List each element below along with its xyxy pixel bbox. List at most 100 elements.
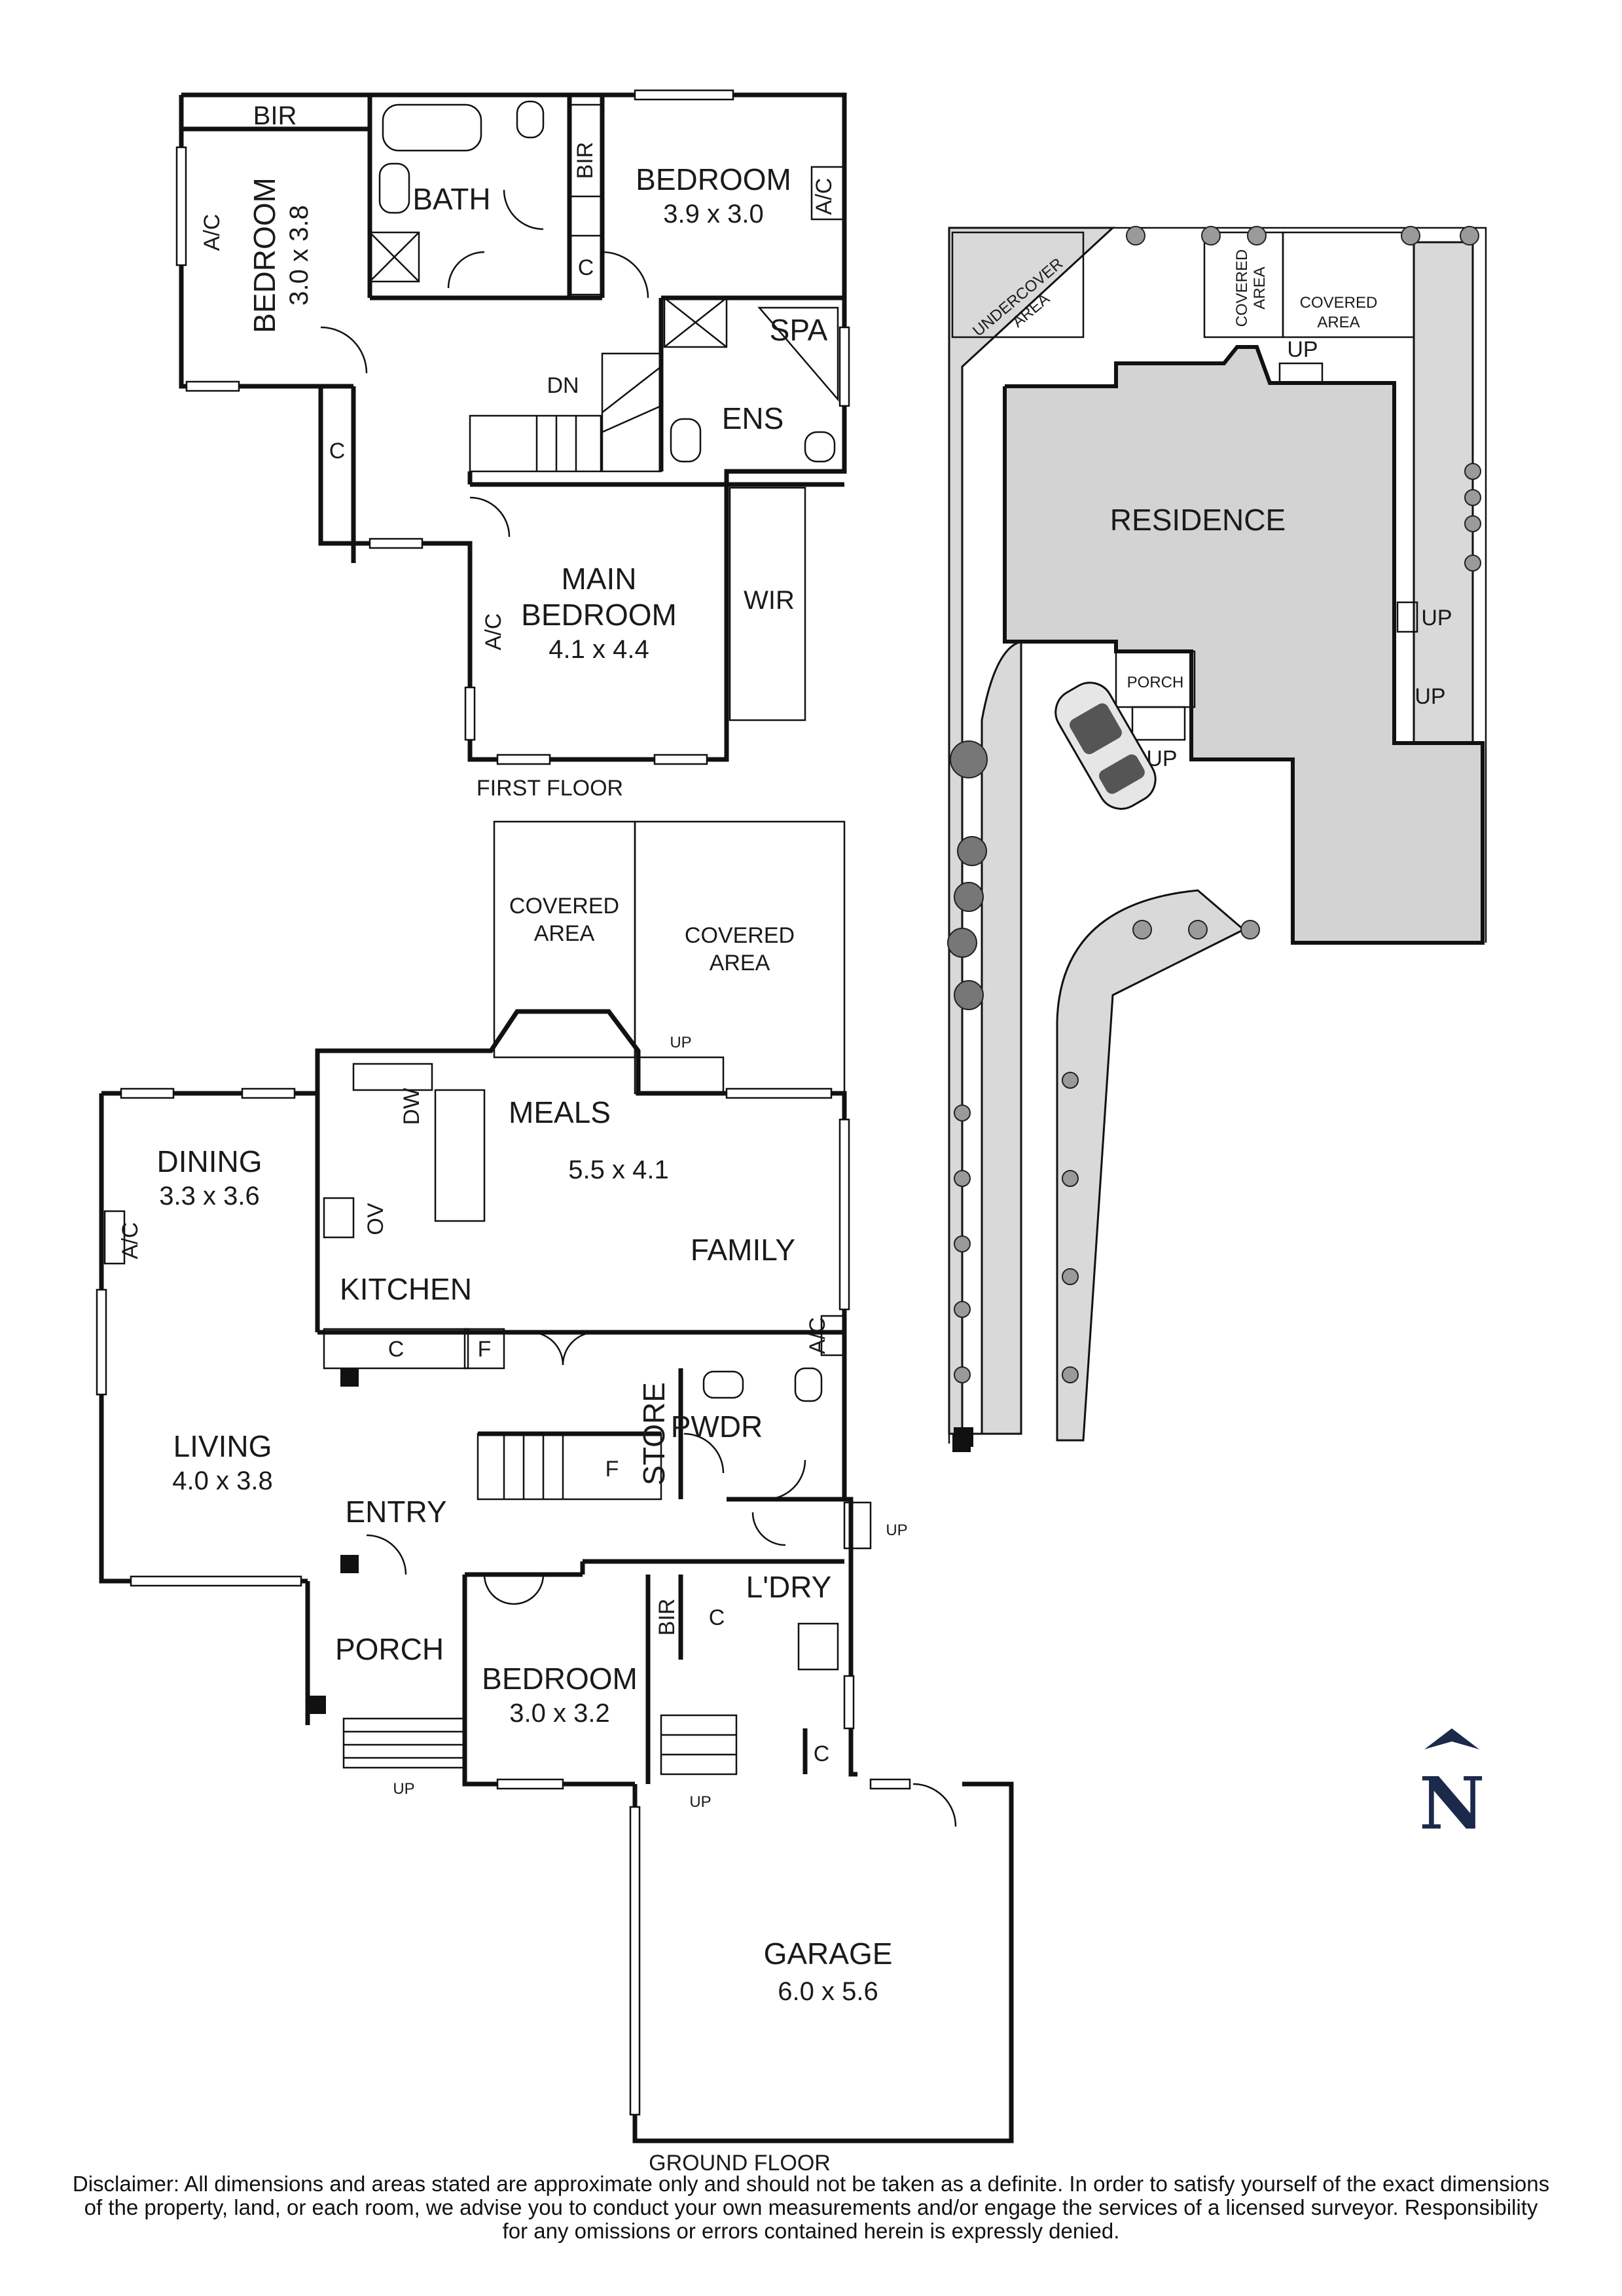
cooktop bbox=[323, 1197, 355, 1239]
bedroom-ground-label: BEDROOM bbox=[482, 1662, 638, 1696]
covered-area-2-line1: COVERED bbox=[685, 923, 795, 948]
ens-basin bbox=[670, 418, 702, 463]
shrub-icon bbox=[1062, 1268, 1079, 1285]
family-label: FAMILY bbox=[691, 1233, 795, 1267]
c-ldry-label: C bbox=[709, 1605, 725, 1630]
shrub-icon bbox=[1126, 226, 1145, 246]
up-porch-label: UP bbox=[393, 1780, 414, 1798]
shrub-icon bbox=[954, 1104, 971, 1121]
ens-label: ENS bbox=[722, 401, 784, 435]
bedroom-west-label: BEDROOM bbox=[247, 177, 281, 333]
covered-area-site-line1: COVERED bbox=[1300, 294, 1378, 312]
french-door bbox=[530, 1331, 596, 1366]
up-meals-label: UP bbox=[670, 1034, 691, 1051]
post bbox=[308, 1696, 326, 1714]
tree-icon bbox=[947, 928, 977, 958]
bir-vertical-label: BIR bbox=[573, 142, 598, 179]
first-floor-stair-winder bbox=[601, 352, 662, 473]
meals-step bbox=[637, 1056, 725, 1095]
pantry bbox=[463, 1328, 505, 1370]
up-side-label: UP bbox=[886, 1522, 907, 1539]
disclaimer-line-2: of the property, land, or each room, we … bbox=[84, 2195, 1538, 2219]
shrub-icon bbox=[1062, 1170, 1079, 1187]
garage-dim: 6.0 x 5.6 bbox=[778, 1977, 878, 2006]
tree-icon bbox=[950, 740, 988, 778]
kitchen-label: KITCHEN bbox=[340, 1272, 472, 1306]
up-top-label: UP bbox=[1287, 337, 1318, 362]
meals-dim: 5.5 x 4.1 bbox=[568, 1156, 668, 1184]
disclaimer-line-3: for any omissions or errors contained he… bbox=[502, 2219, 1120, 2243]
north-arrow-icon bbox=[1424, 1728, 1479, 1749]
ac-east-label: A/C bbox=[812, 178, 837, 215]
dining-dim: 3.3 x 3.6 bbox=[159, 1182, 259, 1211]
spa-tub bbox=[757, 306, 839, 402]
shrub-icon bbox=[1247, 226, 1267, 246]
window bbox=[496, 754, 551, 765]
entry-label: ENTRY bbox=[345, 1495, 446, 1529]
wir-label: WIR bbox=[744, 586, 795, 615]
shrub-icon bbox=[1188, 920, 1208, 939]
ac-unit bbox=[810, 166, 846, 221]
spa-label: SPA bbox=[770, 313, 828, 347]
covered-area-site-line2: AREA bbox=[1317, 314, 1360, 331]
window bbox=[464, 686, 476, 741]
residence-label: RESIDENCE bbox=[1110, 503, 1286, 537]
living-dim: 4.0 x 3.8 bbox=[172, 1467, 272, 1495]
window bbox=[838, 1118, 850, 1311]
shrub-icon bbox=[1464, 463, 1481, 480]
ac-family-label: A/C bbox=[805, 1317, 830, 1355]
bir-label: BIR bbox=[253, 101, 297, 130]
window bbox=[843, 1675, 855, 1730]
shrub-icon bbox=[1460, 226, 1479, 246]
dw-label: DW bbox=[399, 1088, 424, 1125]
ldry-label: L'DRY bbox=[746, 1570, 832, 1604]
bedroom-east-label: BEDROOM bbox=[636, 162, 791, 196]
kitchen-cupboard bbox=[323, 1328, 469, 1370]
window bbox=[838, 326, 850, 407]
shrub-icon bbox=[1401, 226, 1420, 246]
site-step-east bbox=[1396, 601, 1418, 633]
east-path bbox=[1413, 241, 1474, 748]
side-step bbox=[843, 1501, 872, 1550]
north-indicator: N bbox=[1419, 1761, 1485, 1846]
residence-outline bbox=[1003, 345, 1485, 945]
ldry-door bbox=[751, 1512, 786, 1546]
pwdr-door bbox=[765, 1459, 806, 1501]
ac-west-label: A/C bbox=[200, 214, 225, 251]
shrub-icon bbox=[1464, 555, 1481, 572]
shrub-icon bbox=[1132, 920, 1152, 939]
bir-ground-label: BIR bbox=[655, 1599, 679, 1636]
ac-dining-label: A/C bbox=[118, 1222, 143, 1260]
garage-steps bbox=[660, 1714, 738, 1776]
window bbox=[496, 1778, 564, 1790]
window bbox=[725, 1087, 833, 1099]
site-porch-steps bbox=[1131, 706, 1186, 741]
bathtub bbox=[382, 103, 482, 152]
driveway-path bbox=[1056, 889, 1246, 1442]
covered-area-1-line2: AREA bbox=[534, 921, 595, 946]
meals-label: MEALS bbox=[509, 1095, 611, 1129]
ens-shower bbox=[663, 297, 728, 348]
f-kitchen-label: F bbox=[478, 1337, 492, 1362]
c-kitchen-label: C bbox=[388, 1337, 405, 1362]
porch-label: PORCH bbox=[335, 1632, 444, 1666]
ac-main-label: A/C bbox=[481, 613, 506, 651]
c-garage-label: C bbox=[814, 1741, 830, 1766]
kitchen-sink bbox=[352, 1063, 433, 1091]
ac-unit bbox=[103, 1210, 126, 1265]
first-floor-title: FIRST FLOOR bbox=[477, 776, 623, 801]
door-swing bbox=[503, 189, 544, 230]
window bbox=[869, 1778, 911, 1790]
shrub-icon bbox=[1062, 1072, 1079, 1089]
c-left-label: C bbox=[329, 439, 346, 464]
site-porch-label: PORCH bbox=[1127, 674, 1184, 691]
garage-label: GARAGE bbox=[764, 1937, 893, 1971]
toilet bbox=[516, 100, 545, 139]
ground-floor-title: GROUND FLOOR bbox=[649, 2151, 831, 2176]
door-swing bbox=[320, 326, 368, 374]
dining-label: DINING bbox=[157, 1144, 262, 1178]
undercover-area bbox=[951, 231, 1085, 338]
garage-door bbox=[629, 1806, 641, 2116]
bir-robe bbox=[568, 103, 604, 198]
door-swing bbox=[469, 496, 511, 538]
